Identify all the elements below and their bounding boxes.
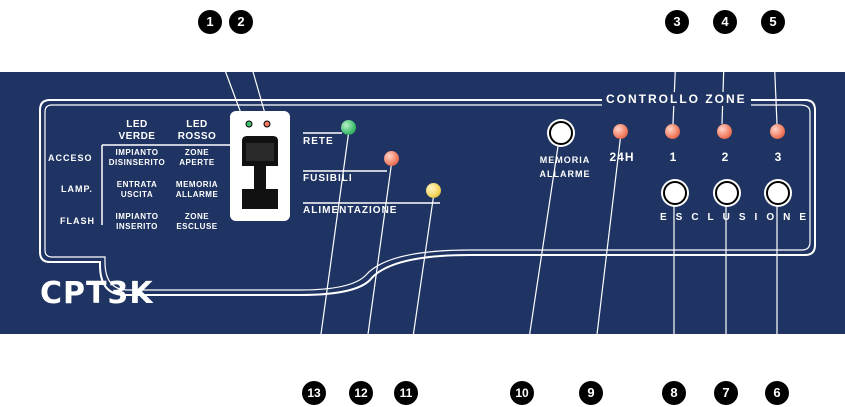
key-reader[interactable] (230, 111, 290, 221)
led-rete (341, 120, 356, 135)
legend-header-red-line2: ROSSO (177, 131, 217, 142)
callout-13: 13 (302, 381, 326, 405)
label-fusibili: FUSIBILI (303, 173, 353, 184)
led-zone-1 (665, 124, 680, 139)
legend-cell-green-lamp: ENTRATA USCITA (105, 180, 169, 200)
memoria-allarme-line2: ALLARME (539, 169, 591, 179)
legend-row-label-flash: FLASH (60, 216, 95, 226)
legend-text: IMPIANTO (115, 148, 159, 157)
panel-title: CONTROLLO ZONE (602, 92, 751, 106)
legend-text: MEMORIA (175, 180, 219, 189)
callout-11: 11 (394, 381, 418, 405)
legend-cell-green-acceso: IMPIANTO DISINSERITO (105, 148, 169, 168)
label-24h: 24H (609, 150, 635, 164)
callout-12: 12 (349, 381, 373, 405)
legend-text: ENTRATA (116, 180, 158, 189)
label-zone-1: 1 (669, 150, 677, 164)
callout-2: 2 (229, 10, 253, 34)
legend-text: ZONE (184, 148, 210, 157)
callout-8: 8 (662, 381, 686, 405)
legend-header-red: LED ROSSO (172, 119, 222, 143)
label-alimentazione: ALIMENTAZIONE (303, 205, 398, 216)
esclusione-zone-1-button[interactable] (663, 181, 687, 205)
legend-text: ESCLUSE (176, 222, 218, 231)
legend-header-red-line1: LED (186, 119, 208, 130)
callout-3: 3 (665, 10, 689, 34)
legend-text: INSERITO (116, 222, 158, 231)
legend-cell-red-lamp: MEMORIA ALLARME (170, 180, 224, 200)
led-24h (613, 124, 628, 139)
esclusione-zone-2-button[interactable] (715, 181, 739, 205)
led-fusibili (384, 151, 399, 166)
legend-text: DISINSERITO (108, 158, 166, 167)
legend-cell-red-acceso: ZONE APERTE (170, 148, 224, 168)
legend-row-label-acceso: ACCESO (48, 153, 93, 163)
esclusione-zone-3-button[interactable] (766, 181, 790, 205)
memoria-allarme-line1: MEMORIA (539, 155, 591, 165)
key-slot-icon (242, 120, 278, 209)
legend-header-green: LED VERDE (112, 119, 162, 143)
legend-header-green-line1: LED (126, 119, 148, 130)
legend-header-green-line2: VERDE (118, 131, 156, 142)
callout-9: 9 (579, 381, 603, 405)
key-slot-top (246, 143, 274, 161)
callout-10: 10 (510, 381, 534, 405)
legend-text: APERTE (179, 158, 215, 167)
label-zone-2: 2 (721, 150, 729, 164)
callout-5: 5 (761, 10, 785, 34)
callout-6: 6 (765, 381, 789, 405)
callout-1: 1 (198, 10, 222, 34)
esclusione-label: ESCLUSIONE (660, 212, 816, 223)
led-zone-2 (717, 124, 732, 139)
key-led-green (245, 120, 253, 128)
key-led-red (263, 120, 271, 128)
callout-7: 7 (714, 381, 738, 405)
legend-text: USCITA (120, 190, 154, 199)
legend-text: ZONE (184, 212, 210, 221)
led-zone-3 (770, 124, 785, 139)
callout-4: 4 (713, 10, 737, 34)
label-zone-3: 3 (774, 150, 782, 164)
label-rete: RETE (303, 136, 334, 147)
legend-cell-green-flash: IMPIANTO INSERITO (105, 212, 169, 232)
legend-row-label-lamp: LAMP. (61, 184, 93, 194)
memoria-allarme-button[interactable] (549, 121, 573, 145)
legend-text: ALLARME (175, 190, 219, 199)
legend-cell-red-flash: ZONE ESCLUSE (170, 212, 224, 232)
legend-text: IMPIANTO (115, 212, 159, 221)
led-alimentazione (426, 183, 441, 198)
brand-logo: CPT3K (40, 276, 154, 311)
memoria-allarme-label: MEMORIA ALLARME (532, 153, 598, 181)
